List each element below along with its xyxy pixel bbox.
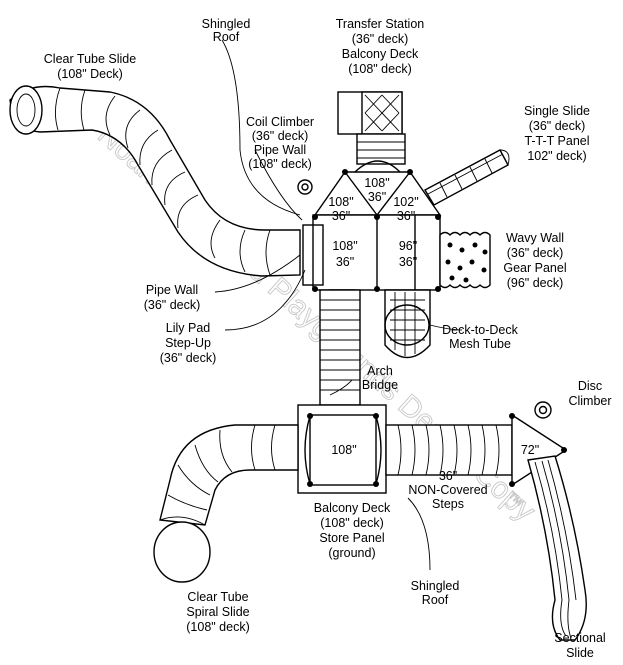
label-mesh-tube: Deck-to-Deck Mesh Tube	[442, 323, 518, 351]
svg-text:Store Panel: Store Panel	[319, 531, 384, 545]
svg-text:36": 36"	[332, 209, 350, 223]
label-shingled-roof-top: Shingled Roof	[202, 17, 251, 44]
disc-climber-icon	[534, 401, 552, 419]
svg-text:T-T-T Panel: T-T-T Panel	[524, 134, 589, 148]
svg-text:Deck-to-Deck: Deck-to-Deck	[442, 323, 518, 337]
svg-text:96": 96"	[399, 239, 417, 253]
svg-text:(36" deck): (36" deck)	[144, 298, 201, 312]
svg-text:Coil Climber: Coil Climber	[246, 115, 314, 129]
svg-text:(36" deck): (36" deck)	[507, 246, 564, 260]
svg-text:36": 36"	[397, 209, 415, 223]
svg-text:Transfer Station: Transfer Station	[336, 17, 425, 31]
svg-text:(108" deck): (108" deck)	[248, 157, 312, 171]
label-arch-bridge: Arch Bridge	[362, 364, 398, 392]
svg-text:Balcony Deck: Balcony Deck	[342, 47, 419, 61]
svg-text:102" deck): 102" deck)	[527, 149, 586, 163]
label-lily-pad: Lily Pad Step-Up (36" deck)	[160, 321, 217, 365]
svg-text:Arch: Arch	[367, 364, 393, 378]
svg-text:(96" deck): (96" deck)	[507, 276, 564, 290]
svg-text:(36" deck): (36" deck)	[529, 119, 586, 133]
svg-text:36": 36"	[368, 190, 386, 204]
svg-text:Lily Pad: Lily Pad	[166, 321, 211, 335]
label-transfer-station: Transfer Station (36" deck) Balcony Deck…	[336, 17, 425, 76]
clear-tube-spiral-slide-shape	[153, 424, 299, 583]
label-shingled-roof-bottom: Shingled Roof	[411, 579, 460, 607]
svg-text:Mesh Tube: Mesh Tube	[449, 337, 511, 351]
coil-climber-icon	[297, 179, 313, 195]
svg-text:(108" deck): (108" deck)	[320, 516, 384, 530]
svg-text:Wavy Wall: Wavy Wall	[506, 231, 564, 245]
svg-text:NON-Covered: NON-Covered	[408, 483, 487, 497]
transfer-station-shape	[337, 91, 406, 165]
svg-text:(ground): (ground)	[328, 546, 375, 560]
deck-height-main-right: 96" 36"	[399, 239, 417, 269]
svg-text:(108" Deck): (108" Deck)	[57, 67, 123, 81]
wavy-wall-panel	[439, 231, 491, 289]
non-covered-steps-shape	[385, 424, 513, 476]
sectional-slide-shape	[527, 455, 587, 641]
label-sectional-slide: Sectional Slide	[554, 631, 605, 660]
svg-text:Clear Tube Slide: Clear Tube Slide	[44, 52, 136, 66]
svg-text:36": 36"	[399, 255, 417, 269]
deck-height-triangle: 72"	[521, 443, 539, 457]
arch-bridge-shape	[319, 289, 361, 406]
svg-text:Steps: Steps	[432, 497, 464, 511]
single-slide-shape	[424, 149, 510, 206]
svg-text:Climber: Climber	[568, 394, 611, 408]
svg-text:102": 102"	[393, 195, 418, 209]
svg-text:Pipe Wall: Pipe Wall	[146, 283, 198, 297]
label-clear-tube-slide: Clear Tube Slide (108" Deck)	[44, 52, 136, 81]
deck-height-tri-right: 102" 36"	[393, 195, 418, 223]
upper-hex-structure	[313, 160, 442, 216]
svg-text:(36" deck): (36" deck)	[160, 351, 217, 365]
svg-text:Shingled: Shingled	[202, 17, 251, 31]
svg-text:Bridge: Bridge	[362, 378, 398, 392]
svg-text:Roof: Roof	[422, 593, 449, 607]
svg-text:(36" deck): (36" deck)	[352, 32, 409, 46]
svg-text:108": 108"	[364, 176, 389, 190]
svg-text:Spiral Slide: Spiral Slide	[186, 605, 249, 619]
svg-text:Slide: Slide	[566, 646, 594, 660]
label-balcony-deck: Balcony Deck (108" deck) Store Panel (gr…	[314, 501, 391, 560]
deck-height-lower: 108"	[331, 443, 356, 457]
svg-text:36": 36"	[336, 255, 354, 269]
svg-text:Pipe Wall: Pipe Wall	[254, 143, 306, 157]
svg-text:Clear Tube: Clear Tube	[187, 590, 248, 604]
label-non-covered-steps: 36" NON-Covered Steps	[408, 469, 487, 511]
svg-text:Disc: Disc	[578, 379, 602, 393]
label-coil-climber: Coil Climber (36" deck) Pipe Wall (108" …	[246, 115, 314, 171]
main-deck-block	[302, 214, 441, 292]
svg-text:108": 108"	[332, 239, 357, 253]
label-wavy-wall: Wavy Wall (36" deck) Gear Panel (96" dec…	[503, 231, 566, 290]
svg-text:Shingled: Shingled	[411, 579, 460, 593]
svg-text:Roof: Roof	[213, 30, 240, 44]
deck-height-tri-left: 108" 36"	[328, 195, 353, 223]
lower-deck-structure	[297, 404, 387, 494]
deck-height-main-left: 108" 36"	[332, 239, 357, 269]
label-disc-climber: Disc Climber	[568, 379, 611, 408]
label-single-slide: Single Slide (36" deck) T-T-T Panel 102"…	[524, 104, 590, 163]
svg-text:108": 108"	[328, 195, 353, 209]
svg-text:Balcony Deck: Balcony Deck	[314, 501, 391, 515]
svg-text:Step-Up: Step-Up	[165, 336, 211, 350]
label-pipe-wall: Pipe Wall (36" deck)	[144, 283, 201, 312]
svg-text:(36" deck): (36" deck)	[252, 129, 309, 143]
leader-lines	[214, 39, 463, 571]
svg-text:36": 36"	[439, 469, 457, 483]
svg-text:(108" deck): (108" deck)	[186, 620, 250, 634]
deck-height-hex-top: 108" 36"	[364, 176, 389, 204]
svg-text:(108" deck): (108" deck)	[348, 62, 412, 76]
svg-text:Single Slide: Single Slide	[524, 104, 590, 118]
mesh-tube-shape	[384, 289, 431, 359]
clear-tube-slide-shape	[9, 85, 301, 277]
label-clear-tube-spiral: Clear Tube Spiral Slide (108" deck)	[186, 590, 250, 634]
svg-text:Sectional: Sectional	[554, 631, 605, 645]
svg-text:Gear Panel: Gear Panel	[503, 261, 566, 275]
